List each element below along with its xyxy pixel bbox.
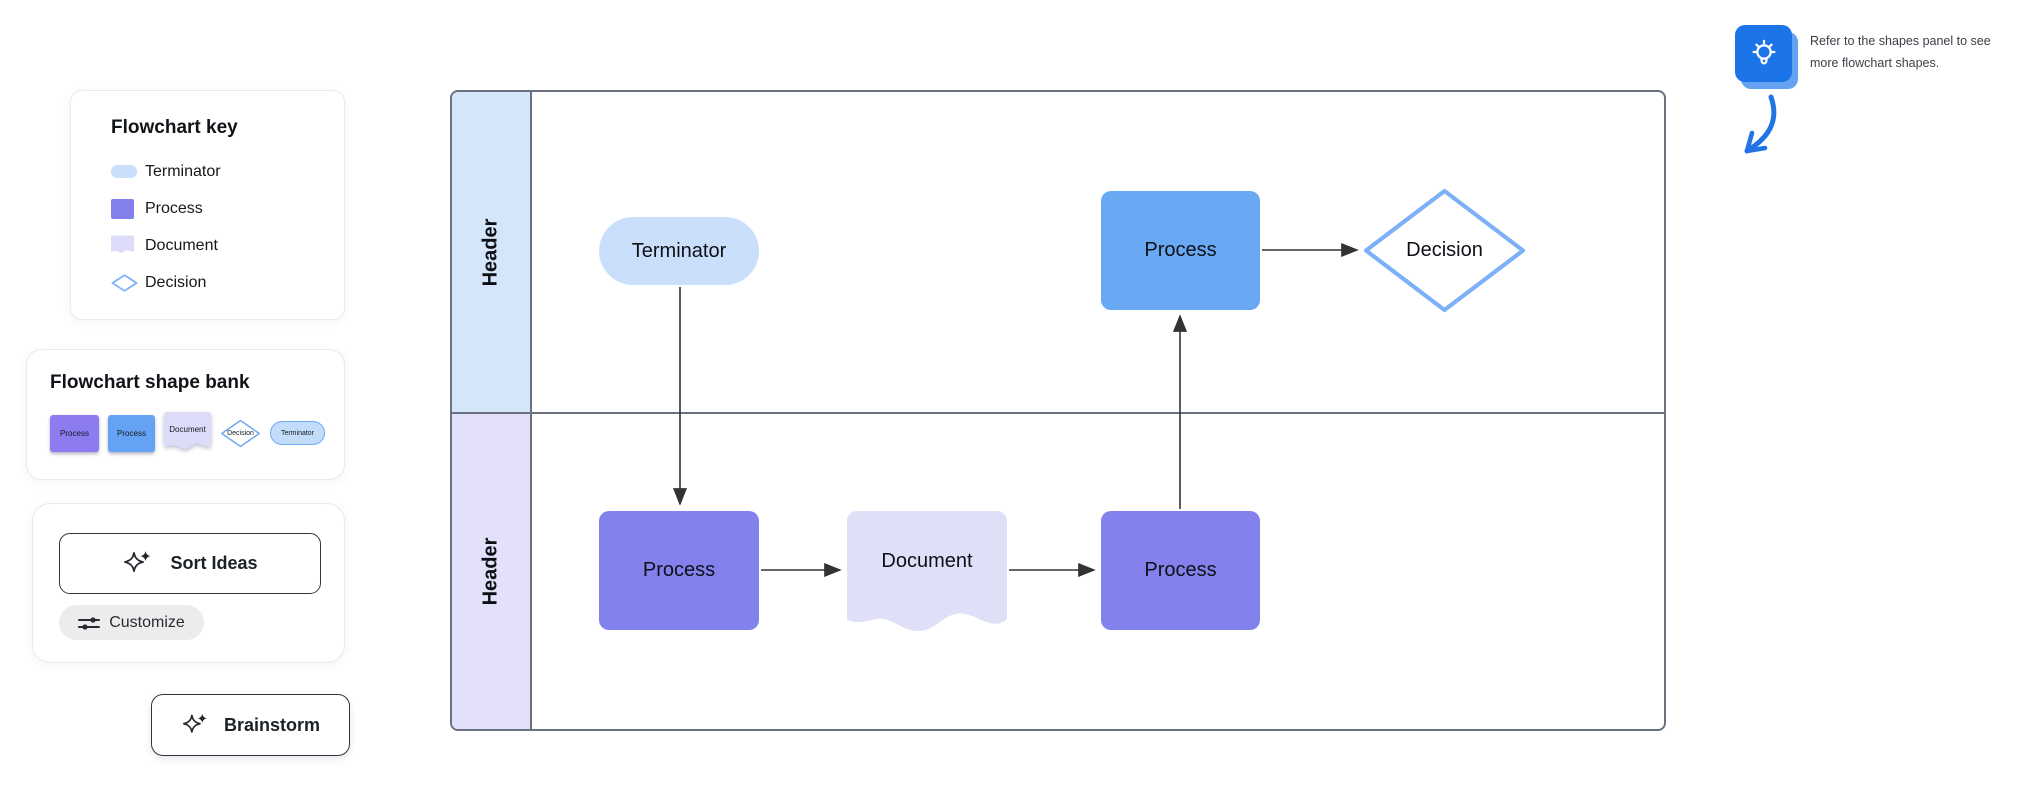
decision-shape xyxy=(221,419,260,447)
sliders-icon xyxy=(78,616,101,630)
bank-shape-decision[interactable]: Decision xyxy=(220,419,261,448)
brainstorm-button[interactable]: Brainstorm xyxy=(151,694,350,756)
lane-header-label: Header xyxy=(479,537,502,606)
node-terminator[interactable]: Terminator xyxy=(599,217,759,285)
lane-header-top[interactable]: Header xyxy=(452,92,532,412)
flowchart-key-title: Flowchart key xyxy=(111,117,238,138)
legend-row-decision: Decision xyxy=(111,264,344,301)
legend-row-document: Document xyxy=(111,227,344,264)
document-shape xyxy=(164,411,211,449)
sort-ideas-panel: Sort Ideas Customize xyxy=(32,503,345,663)
swimlane-table[interactable]: Header Header Terminator Process xyxy=(450,90,1666,731)
legend-label: Document xyxy=(145,236,218,254)
curved-arrow-icon xyxy=(1744,94,1777,154)
sparkle-icon xyxy=(124,550,151,572)
sort-ideas-button[interactable]: Sort Ideas xyxy=(59,533,321,594)
decision-shape xyxy=(1363,188,1526,313)
lane-divider xyxy=(452,412,1664,414)
decision-swatch-icon xyxy=(111,273,145,292)
bank-shape-document[interactable]: Document xyxy=(164,411,211,455)
node-decision[interactable]: Decision xyxy=(1362,188,1527,313)
legend-row-process: Process xyxy=(111,190,344,227)
node-process-blue[interactable]: Process xyxy=(1101,191,1260,310)
flowchart-shape-bank-panel[interactable]: Flowchart shape bank Process Process Doc… xyxy=(26,349,345,480)
sparkle-icon xyxy=(182,713,207,733)
legend-row-terminator: Terminator xyxy=(111,153,344,190)
document-swatch-icon xyxy=(111,235,145,256)
sort-ideas-label: Sort Ideas xyxy=(170,553,258,573)
lane-header-label: Header xyxy=(479,218,502,286)
bank-shape-process-purple[interactable]: Process xyxy=(50,414,99,452)
tip-sticker[interactable] xyxy=(1735,25,1792,82)
bank-shape-terminator[interactable]: Terminator xyxy=(270,421,325,445)
node-process-purple-1[interactable]: Process xyxy=(599,511,759,630)
legend-label: Decision xyxy=(145,273,207,291)
shape-bank-title: Flowchart shape bank xyxy=(50,372,250,393)
lightbulb-icon xyxy=(1751,39,1776,64)
lane-header-bottom[interactable]: Header xyxy=(452,414,532,729)
bank-shape-process-blue[interactable]: Process xyxy=(108,414,155,452)
document-shape xyxy=(847,511,1007,631)
shape-bank-row: Process Process Document Decision Termin… xyxy=(50,411,344,455)
customize-label: Customize xyxy=(109,613,185,631)
brainstorm-label: Brainstorm xyxy=(223,714,321,735)
legend-label: Terminator xyxy=(145,162,221,180)
node-document[interactable]: Document xyxy=(847,511,1007,633)
terminator-swatch-icon xyxy=(111,165,145,178)
customize-button[interactable]: Customize xyxy=(59,605,204,640)
process-swatch-icon xyxy=(111,198,145,219)
flowchart-key-panel[interactable]: Flowchart key Terminator Process Documen… xyxy=(70,90,345,320)
node-process-purple-2[interactable]: Process xyxy=(1101,511,1260,630)
legend-label: Process xyxy=(145,199,203,217)
tip-text: Refer to the shapes panel to see more fl… xyxy=(1810,34,1991,71)
